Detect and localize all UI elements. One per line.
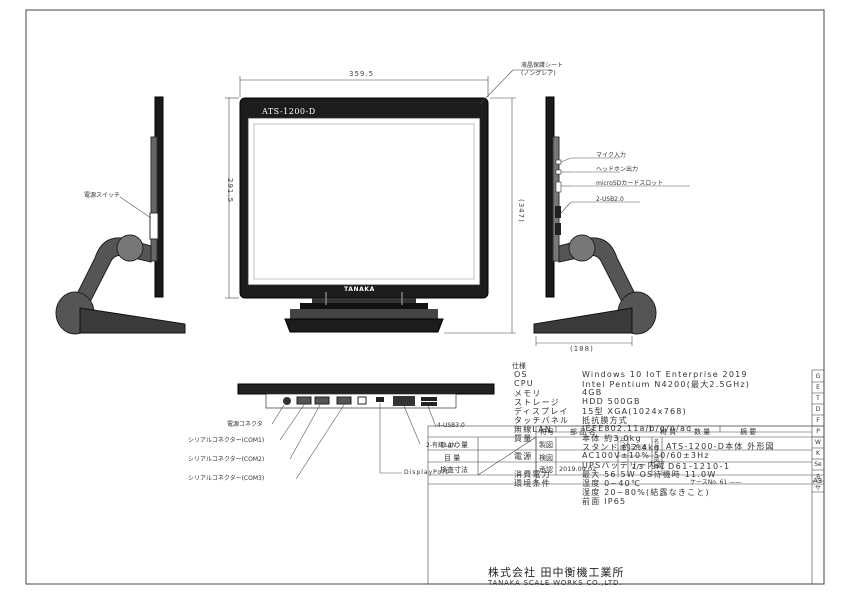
revision-letter: サ xyxy=(814,485,821,492)
spec-value: 最大 56.5W OS待機時 11.0W xyxy=(582,470,717,479)
spec-value: 15型 XGA(1024x768) xyxy=(582,407,687,416)
revision-letter: E xyxy=(816,384,820,391)
spec-value: AC100V±10% 50/60±3Hz xyxy=(582,451,710,460)
drawing-scale: 1/3 xyxy=(632,463,644,471)
microsd-slot-label: microSDカードスロット xyxy=(596,180,664,187)
spec-heading: 仕様 xyxy=(512,362,526,370)
lcd-sheet-label: 液晶保護シート xyxy=(521,62,564,69)
power-connector-label: 電源コネクタ xyxy=(227,421,263,428)
spec-value: 前面 IP65 xyxy=(582,497,627,506)
header-number: 符号 xyxy=(540,428,554,436)
spec-value: 温度 0~40℃ xyxy=(582,479,642,488)
spec-key: メモリ xyxy=(514,389,542,398)
front-dimensions xyxy=(225,69,552,334)
width-dimension: 359.5 xyxy=(349,70,375,78)
model-label: ATS-1200-D xyxy=(262,107,316,116)
wired-lan-label: 2-有線LAN xyxy=(426,442,457,449)
spec-key: 消費電力 xyxy=(514,470,551,479)
spec-key: CPU xyxy=(514,379,534,388)
revision-letter: る xyxy=(814,474,821,481)
company-name-en: TANAKA SCALE WORKS CO.,LTD. xyxy=(488,579,623,587)
role-checked: 検図 xyxy=(539,454,553,462)
approval-date: 2019.09.02 xyxy=(559,465,597,473)
spec-key: 無線LAN xyxy=(514,425,553,434)
right-side-view xyxy=(533,96,690,346)
spec-value: 湿度 20~80%(結露なきこと) xyxy=(582,488,710,497)
spec-key: 環境条件 xyxy=(514,479,551,488)
label-capacity: ひょう量 xyxy=(440,441,468,449)
base-dimension: (188) xyxy=(570,345,594,353)
revision-letter: F xyxy=(816,417,820,424)
spec-value: UPSバッテリー内蔵 xyxy=(582,461,666,470)
role-drafted: 製図 xyxy=(539,441,553,449)
spec-value: Windows 10 IoT Enterprise 2019 xyxy=(582,370,748,379)
sheet-size: A3 xyxy=(813,477,823,485)
power-switch-label: 電源スイッチ xyxy=(84,192,121,199)
drawing-number-label: 図番 xyxy=(654,458,660,470)
front-view xyxy=(239,97,489,333)
projection-method: 三角法 xyxy=(630,445,647,451)
header-part-name: 部 品 名 xyxy=(570,428,596,436)
title-block-grid xyxy=(427,369,825,585)
spec-value: 抵抗膜方式 xyxy=(582,416,628,425)
headphone-output-label: ヘッドホン出力 xyxy=(596,166,639,173)
name-label: 名称 xyxy=(654,439,660,451)
spec-value: 本体 約3.0kg xyxy=(582,434,642,443)
spec-key: 電源 xyxy=(514,452,533,461)
usb30-label: 4-USB3.0 xyxy=(437,422,465,429)
revision-letter: P xyxy=(816,428,820,435)
lcd-sheet-sublabel: (ノングレア) xyxy=(521,70,556,77)
usb20-label: 2-USB2.0 xyxy=(596,196,624,203)
case-number: ケースNo. 61 —— xyxy=(690,479,742,486)
company-name-jp: 株式会社 田中衡機工業所 xyxy=(488,566,625,579)
left-side-view xyxy=(55,96,186,335)
scale-label: 尺度 xyxy=(620,439,626,451)
role-approved: 承認 xyxy=(539,466,553,474)
spec-value: Intel Pentium N4200(最大2.5GHz) xyxy=(582,380,751,389)
drawing-number: D61-1210-1 xyxy=(668,462,731,471)
spec-key: タッチパネル xyxy=(514,416,570,425)
bottom-view xyxy=(237,383,495,480)
brand-logo: TANAKA xyxy=(344,286,375,293)
spec-key: ディスプレイ xyxy=(514,407,569,416)
label-inspection-dims: 検査寸法 xyxy=(440,466,468,474)
displayport-label: DisplayPort xyxy=(404,469,450,476)
revision-grid xyxy=(812,381,824,493)
serial-com1-label: シリアルコネクター(COM1) xyxy=(188,437,265,444)
spec-key: 質量 xyxy=(514,434,533,443)
revision-letter: G xyxy=(815,373,821,380)
spec-key: OS xyxy=(514,370,528,379)
height-dimension: 291.5 xyxy=(226,178,234,204)
sheet-border xyxy=(25,9,825,585)
spec-value: 4GB xyxy=(582,388,603,397)
revision-letter: D xyxy=(815,406,821,413)
header-material: 材 質 xyxy=(660,428,677,436)
revision-letter: K xyxy=(816,450,820,457)
spec-key: ストレージ xyxy=(514,398,560,407)
header-quantity: 数 量 xyxy=(694,428,711,436)
depth-dimension: (347) xyxy=(517,199,525,223)
label-division: 目 量 xyxy=(444,454,461,462)
spec-value: スタンド 約2.4kg xyxy=(582,443,661,452)
spec-value: IEEE802.11a/b/g/n/ac xyxy=(582,424,692,433)
revision-letter: W xyxy=(815,439,821,446)
drawing-title: ATS-1200-D本体 外形図 xyxy=(666,442,775,451)
mic-input-label: マイク入力 xyxy=(596,152,626,159)
revision-letter: Se xyxy=(814,461,822,468)
serial-com3-label: シリアルコネクター(COM3) xyxy=(188,475,265,482)
serial-com2-label: シリアルコネクター(COM2) xyxy=(188,456,265,463)
header-remarks: 摘 要 xyxy=(740,428,757,436)
revision-letter: T xyxy=(816,395,820,402)
spec-value: HDD 500GB xyxy=(582,397,641,406)
